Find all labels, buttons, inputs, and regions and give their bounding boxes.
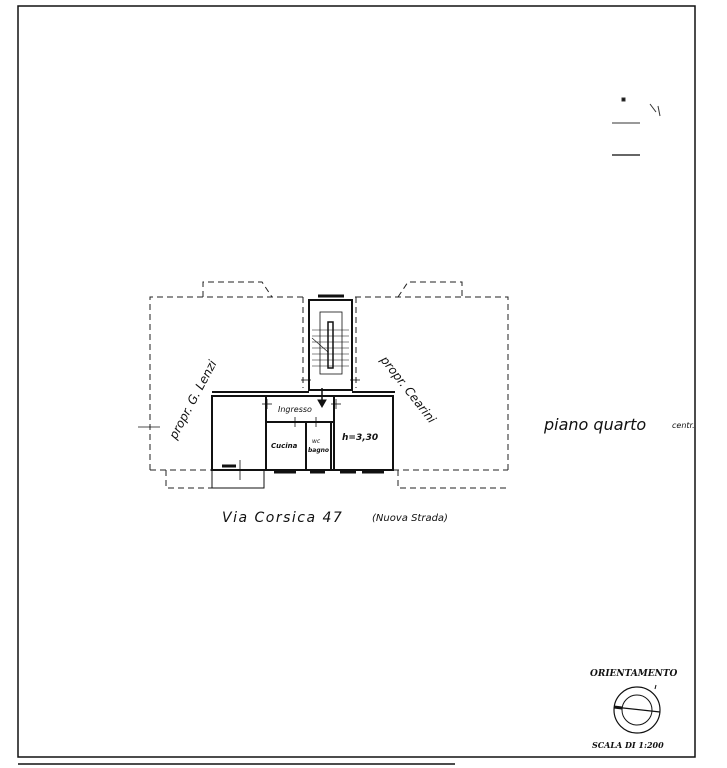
sheet-frame <box>17 5 696 758</box>
neighbor-right-label: propr. Cearini <box>377 352 439 426</box>
scale-label: SCALA DI 1:200 <box>592 740 664 750</box>
apartment-walls <box>138 294 395 489</box>
orientation-label: ORIENTAMENTO <box>590 669 678 679</box>
floor-label: piano quarto <box>543 415 646 434</box>
room-label-wc: wc <box>312 438 321 445</box>
compass-icon <box>613 684 661 734</box>
street-label: Via Corsica 47 <box>222 510 343 526</box>
faded-stamp <box>612 97 661 156</box>
room-label-bagno: bagno <box>308 447 329 454</box>
floor-suffix-label: centr. <box>672 421 695 430</box>
room-label-ingresso: Ingresso <box>278 405 312 414</box>
entry-arrow-icon <box>317 399 327 409</box>
street-note-label: (Nuova Strada) <box>372 513 448 524</box>
room-label-cucina: Cucina <box>271 442 298 450</box>
stairwell <box>308 299 353 409</box>
room-height-label: h=3,30 <box>342 433 378 443</box>
windows <box>222 294 384 474</box>
